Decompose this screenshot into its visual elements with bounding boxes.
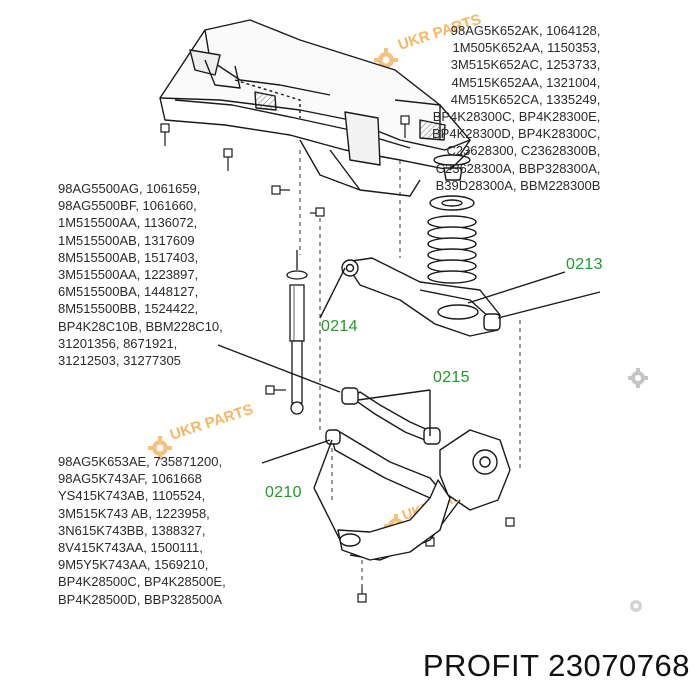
part-number-line: BP4K28300C, BP4K28300E, bbox=[432, 108, 601, 124]
callout-0210: 0210 bbox=[265, 484, 302, 501]
part-number-line: C23628300A, BBP328300A, bbox=[435, 160, 601, 176]
upper-link bbox=[341, 387, 441, 445]
callout-0215: 0215 bbox=[433, 369, 470, 386]
part-number-line: 4M515K652CA, 1335249, bbox=[450, 91, 601, 107]
part-number-line: 3M515K743 AB, 1223958, bbox=[58, 505, 210, 521]
part-number-line: BP4K28300D, BP4K28300C, bbox=[432, 126, 601, 142]
part-number-line: 1M505K652AA, 1150353, bbox=[452, 40, 601, 56]
part-number-line: 8V415K743AA, 1500111, bbox=[58, 539, 203, 555]
product-title: PROFIT 23070768 bbox=[422, 648, 690, 683]
coil-spring bbox=[427, 154, 477, 284]
part-number-line: 3N615K743BB, 1388327, bbox=[58, 522, 206, 538]
part-number-line: BP4K28C10B, BBM228C10, bbox=[58, 318, 223, 334]
callout-0214: 0214 bbox=[321, 318, 358, 335]
part-number-line: 98AG5500BF, 1061660, bbox=[58, 198, 197, 214]
part-number-line: 3M515500AA, 1223897, bbox=[58, 266, 199, 282]
part-number-line: 1M515500AA, 1136072, bbox=[58, 215, 198, 231]
part-number-line: 4M515K652AA, 1321004, bbox=[451, 74, 601, 90]
part-number-line: B39D28300A, BBM228300B bbox=[435, 177, 601, 193]
part-number-line: 31201356, 8671921, bbox=[58, 335, 178, 351]
arm-part-numbers: 98AG5K653AE, 735871200, 98AG5K743AF, 1061… bbox=[58, 453, 226, 608]
part-number-line: 31212503, 31277305 bbox=[58, 352, 181, 368]
part-number-line: 98AG5500AG, 1061659, bbox=[58, 181, 201, 196]
leader-lines bbox=[217, 149, 601, 541]
part-number-line: BP4K28500C, BP4K28500E, bbox=[58, 574, 226, 590]
part-number-line: 98AG5K652AK, 1064128, bbox=[450, 23, 601, 38]
shock-part-numbers: 98AG5500AG, 1061659, 98AG5500BF, 1061660,… bbox=[58, 180, 223, 369]
part-number-line: 9M5Y5K743AA, 1569210, bbox=[58, 557, 209, 573]
shock-absorber bbox=[286, 250, 308, 415]
part-number-line: 8M515500AB, 1517403, bbox=[58, 249, 199, 265]
spring-control-arm bbox=[341, 257, 501, 337]
part-number-line: 3M515K652AC, 1253733, bbox=[450, 57, 601, 73]
part-number-line: 8M515500BB, 1524422, bbox=[58, 301, 199, 317]
bolt-icon bbox=[160, 115, 515, 603]
part-number-line: YS415K743AB, 1105524, bbox=[58, 488, 206, 504]
spring-part-numbers: 98AG5K652AK, 1064128, 1M505K652AA, 115035… bbox=[432, 22, 600, 194]
part-number-line: 1M515500AB, 1317609 bbox=[58, 232, 195, 248]
part-number-line: 6M515500BA, 1448127, bbox=[58, 284, 199, 300]
rear-subframe bbox=[159, 19, 471, 197]
part-number-line: BP4K28500D, BBP328500A bbox=[58, 591, 223, 607]
part-number-line: C23628300, C23628300B, bbox=[446, 143, 601, 159]
part-number-line: 98AG5K653AE, 735871200, bbox=[58, 454, 223, 469]
callout-0213: 0213 bbox=[566, 256, 603, 273]
watermark-text-middle: UKR PARTS bbox=[168, 401, 255, 444]
part-number-line: 98AG5K743AF, 1061668 bbox=[58, 471, 202, 487]
